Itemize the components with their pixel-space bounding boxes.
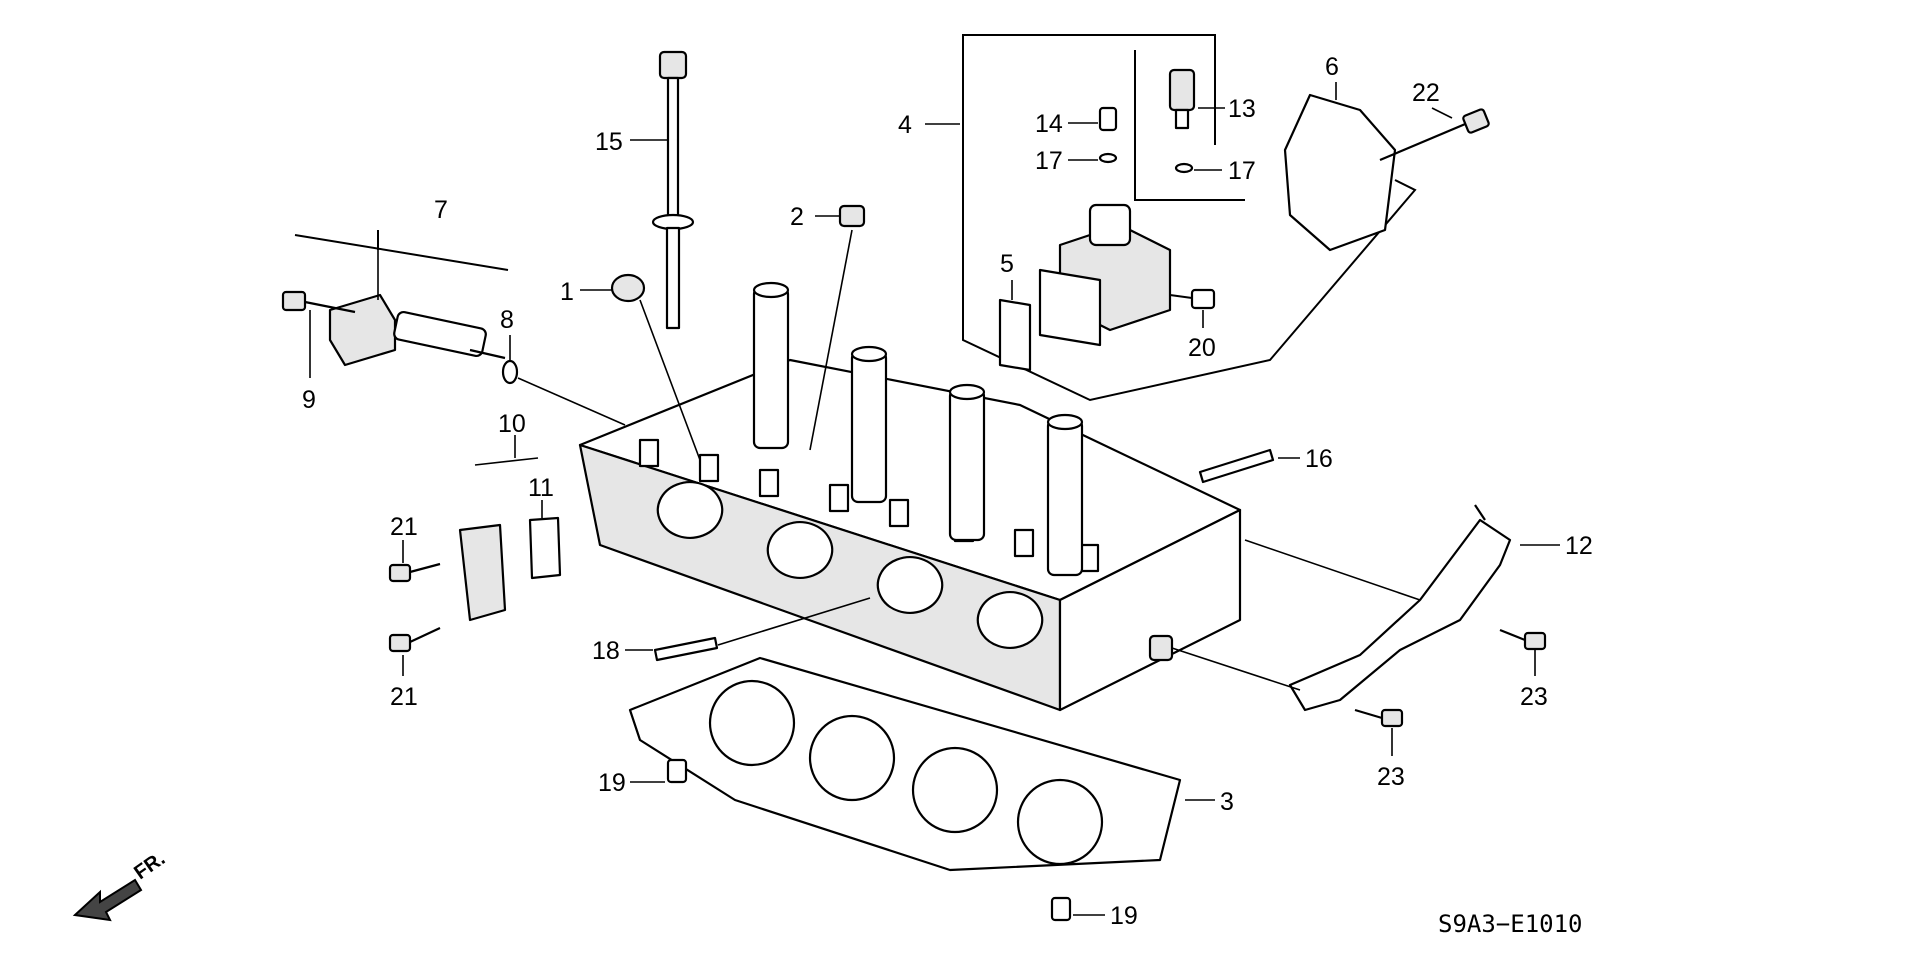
washers: [1098, 152, 1194, 174]
callout-1: 1: [560, 278, 574, 306]
callout-6: 6: [1325, 53, 1339, 81]
callout-15: 15: [595, 128, 623, 156]
arrow-icon: [72, 878, 143, 922]
dowels-19: [666, 758, 1072, 922]
stud-18: [653, 636, 719, 662]
plug-1: [610, 273, 646, 303]
callout-19-a: 19: [598, 769, 626, 797]
bolt-9: [281, 290, 356, 314]
bracket-bolt: [1379, 108, 1490, 162]
callout-18: 18: [592, 637, 620, 665]
engine-hanger: [1288, 504, 1512, 712]
intake-ports: [656, 481, 1044, 649]
bolts-21: [388, 562, 441, 653]
head-gasket: [628, 656, 1182, 872]
callout-9: 9: [302, 386, 316, 414]
callout-11: 11: [528, 474, 554, 502]
callout-23-a: 23: [1520, 683, 1548, 711]
solenoid-assembly-box: [962, 34, 1417, 402]
callout-19-b: 19: [1110, 902, 1138, 930]
front-direction-arrow: FR.: [72, 848, 169, 922]
cover-10: [458, 523, 507, 622]
diagram-code: S9A3−E1010: [1438, 910, 1583, 938]
callouts: 1 2 3 4 5 6 7 8 9 10 11 12 13 14 15 16 1…: [302, 53, 1593, 930]
front-label: FR.: [130, 848, 169, 885]
bushing: [1148, 634, 1174, 662]
callout-21-a: 21: [390, 513, 418, 541]
sealing-bolt: [1098, 106, 1118, 132]
callout-5: 5: [1000, 250, 1014, 278]
cylinder-head: [578, 281, 1242, 712]
callout-8: 8: [500, 306, 514, 334]
callout-21-b: 21: [390, 683, 418, 711]
callout-2: 2: [790, 203, 804, 231]
callout-20: 20: [1188, 334, 1216, 362]
callout-17-a: 17: [1035, 147, 1063, 175]
callout-22: 22: [1412, 79, 1440, 107]
gasket-11: [528, 516, 562, 580]
callout-23-b: 23: [1377, 763, 1405, 791]
spark-plug-tubes: [752, 281, 1084, 577]
valve-bosses: [638, 438, 1100, 573]
solenoid-bracket: [1283, 93, 1397, 252]
bolts-23: [1354, 628, 1547, 728]
callout-14: 14: [1035, 110, 1063, 138]
vtec-solenoid: [328, 293, 506, 367]
vtc-solenoid-valve: [1038, 203, 1172, 347]
leader-lines: [294, 82, 1560, 916]
solenoid-bolt: [1169, 288, 1216, 310]
solenoid-gasket: [998, 298, 1032, 372]
callout-10: 10: [498, 410, 526, 438]
callout-7: 7: [434, 196, 448, 224]
callout-12: 12: [1565, 532, 1593, 560]
callout-3: 3: [1220, 788, 1234, 816]
pressure-switch: [1168, 68, 1196, 130]
cylinder-head-bolt: [651, 50, 695, 330]
o-ring-8: [501, 359, 519, 385]
plug-2: [838, 204, 866, 228]
callout-16: 16: [1305, 445, 1333, 473]
stud-16: [1198, 448, 1275, 484]
callout-17-b: 17: [1228, 157, 1256, 185]
callout-13: 13: [1228, 95, 1256, 123]
callout-4: 4: [898, 111, 912, 139]
